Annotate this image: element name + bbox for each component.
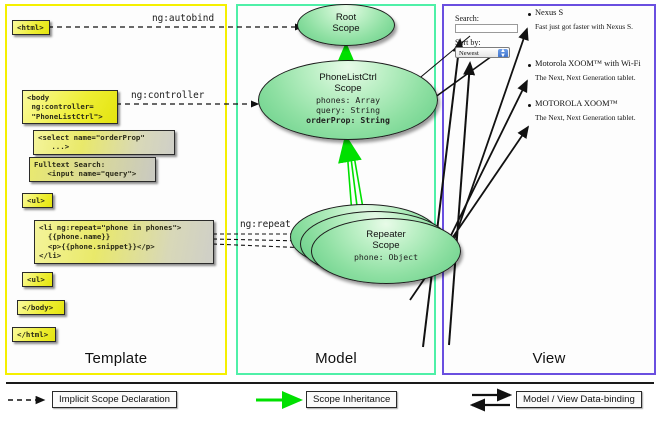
code-html-close: </html> xyxy=(12,327,56,343)
view-phone-name-2: Motorola XOOM™ with Wi-Fi xyxy=(535,59,641,68)
view-phone-item-2[interactable]: Motorola XOOM™ with Wi-Fi The Next, Next… xyxy=(535,59,641,82)
code-body-close: </body> xyxy=(17,300,65,316)
code-ul-close: <ul> xyxy=(22,272,53,288)
view-sort-label: Sort by: xyxy=(455,38,481,47)
legend-glyph-databinding xyxy=(469,388,513,412)
bullet-icon xyxy=(528,64,531,67)
code-ul-open: <ul> xyxy=(22,193,53,209)
panel-model: Model xyxy=(236,4,436,375)
legend-scope-inheritance: Scope Inheritance xyxy=(306,391,398,408)
legend-model-view-databinding: Model / View Data-binding xyxy=(516,391,642,408)
legend-divider xyxy=(6,382,654,384)
scope-repeater-props: phone: Object xyxy=(312,252,460,263)
edge-label-repeat: ng:repeat xyxy=(240,219,291,230)
edge-databinding-sort xyxy=(448,61,476,346)
edge-databinding-search xyxy=(422,38,465,348)
bullet-icon xyxy=(528,104,531,107)
view-phone-snippet-2: The Next, Next Generation tablet. xyxy=(535,73,636,82)
prop-query: query: String xyxy=(315,104,381,115)
panel-model-label: Model xyxy=(315,350,357,367)
code-li-repeat: <li ng:repeat="phone in phones"> {{phone… xyxy=(34,220,214,264)
edge-inheritance-ctrl xyxy=(338,134,365,215)
view-phone-snippet-1: Fast just got faster with Nexus S. xyxy=(535,22,633,31)
code-select-orderprop: <select name="orderProp" ...> xyxy=(33,130,175,155)
bullet-icon xyxy=(528,13,531,16)
search-input[interactable] xyxy=(455,24,518,33)
code-body-open: <body ng:controller= "PhoneListCtrl"> xyxy=(22,90,118,125)
sort-by-selected-value: Newest xyxy=(459,50,479,57)
edge-label-controller: ng:controller xyxy=(131,90,205,101)
view-phone-name-3: MOTOROLA XOOM™ xyxy=(535,99,618,108)
legend-implicit-scope-declaration: Implicit Scope Declaration xyxy=(52,391,177,408)
sort-by-select[interactable]: Newest ▲▼ xyxy=(455,47,510,58)
prop-phones: phones: Array xyxy=(315,95,381,106)
prop-orderprop: orderProp: String xyxy=(306,114,390,125)
code-html-open: <html> xyxy=(12,20,50,36)
panel-view-label: View xyxy=(532,350,566,367)
view-phone-name-1: Nexus S xyxy=(535,8,564,17)
scope-phonelistctrl-props: phones: Array query: String orderProp: S… xyxy=(259,95,437,126)
panel-template-label: Template xyxy=(84,350,148,367)
stepper-icon[interactable]: ▲▼ xyxy=(498,48,508,57)
view-phone-item-3[interactable]: MOTOROLA XOOM™ The Next, Next Generation… xyxy=(535,99,636,122)
view-search-label: Search: xyxy=(455,14,479,23)
view-phone-snippet-3: The Next, Next Generation tablet. xyxy=(535,113,636,122)
view-phone-item-1[interactable]: Nexus S Fast just got faster with Nexus … xyxy=(535,8,633,31)
edge-databinding-item1 xyxy=(451,27,529,247)
edge-label-autobind: ng:autobind xyxy=(152,13,215,24)
prop-phone: phone: Object xyxy=(353,252,419,263)
code-fulltext-search: Fulltext Search: <input name="query"> xyxy=(29,157,156,182)
